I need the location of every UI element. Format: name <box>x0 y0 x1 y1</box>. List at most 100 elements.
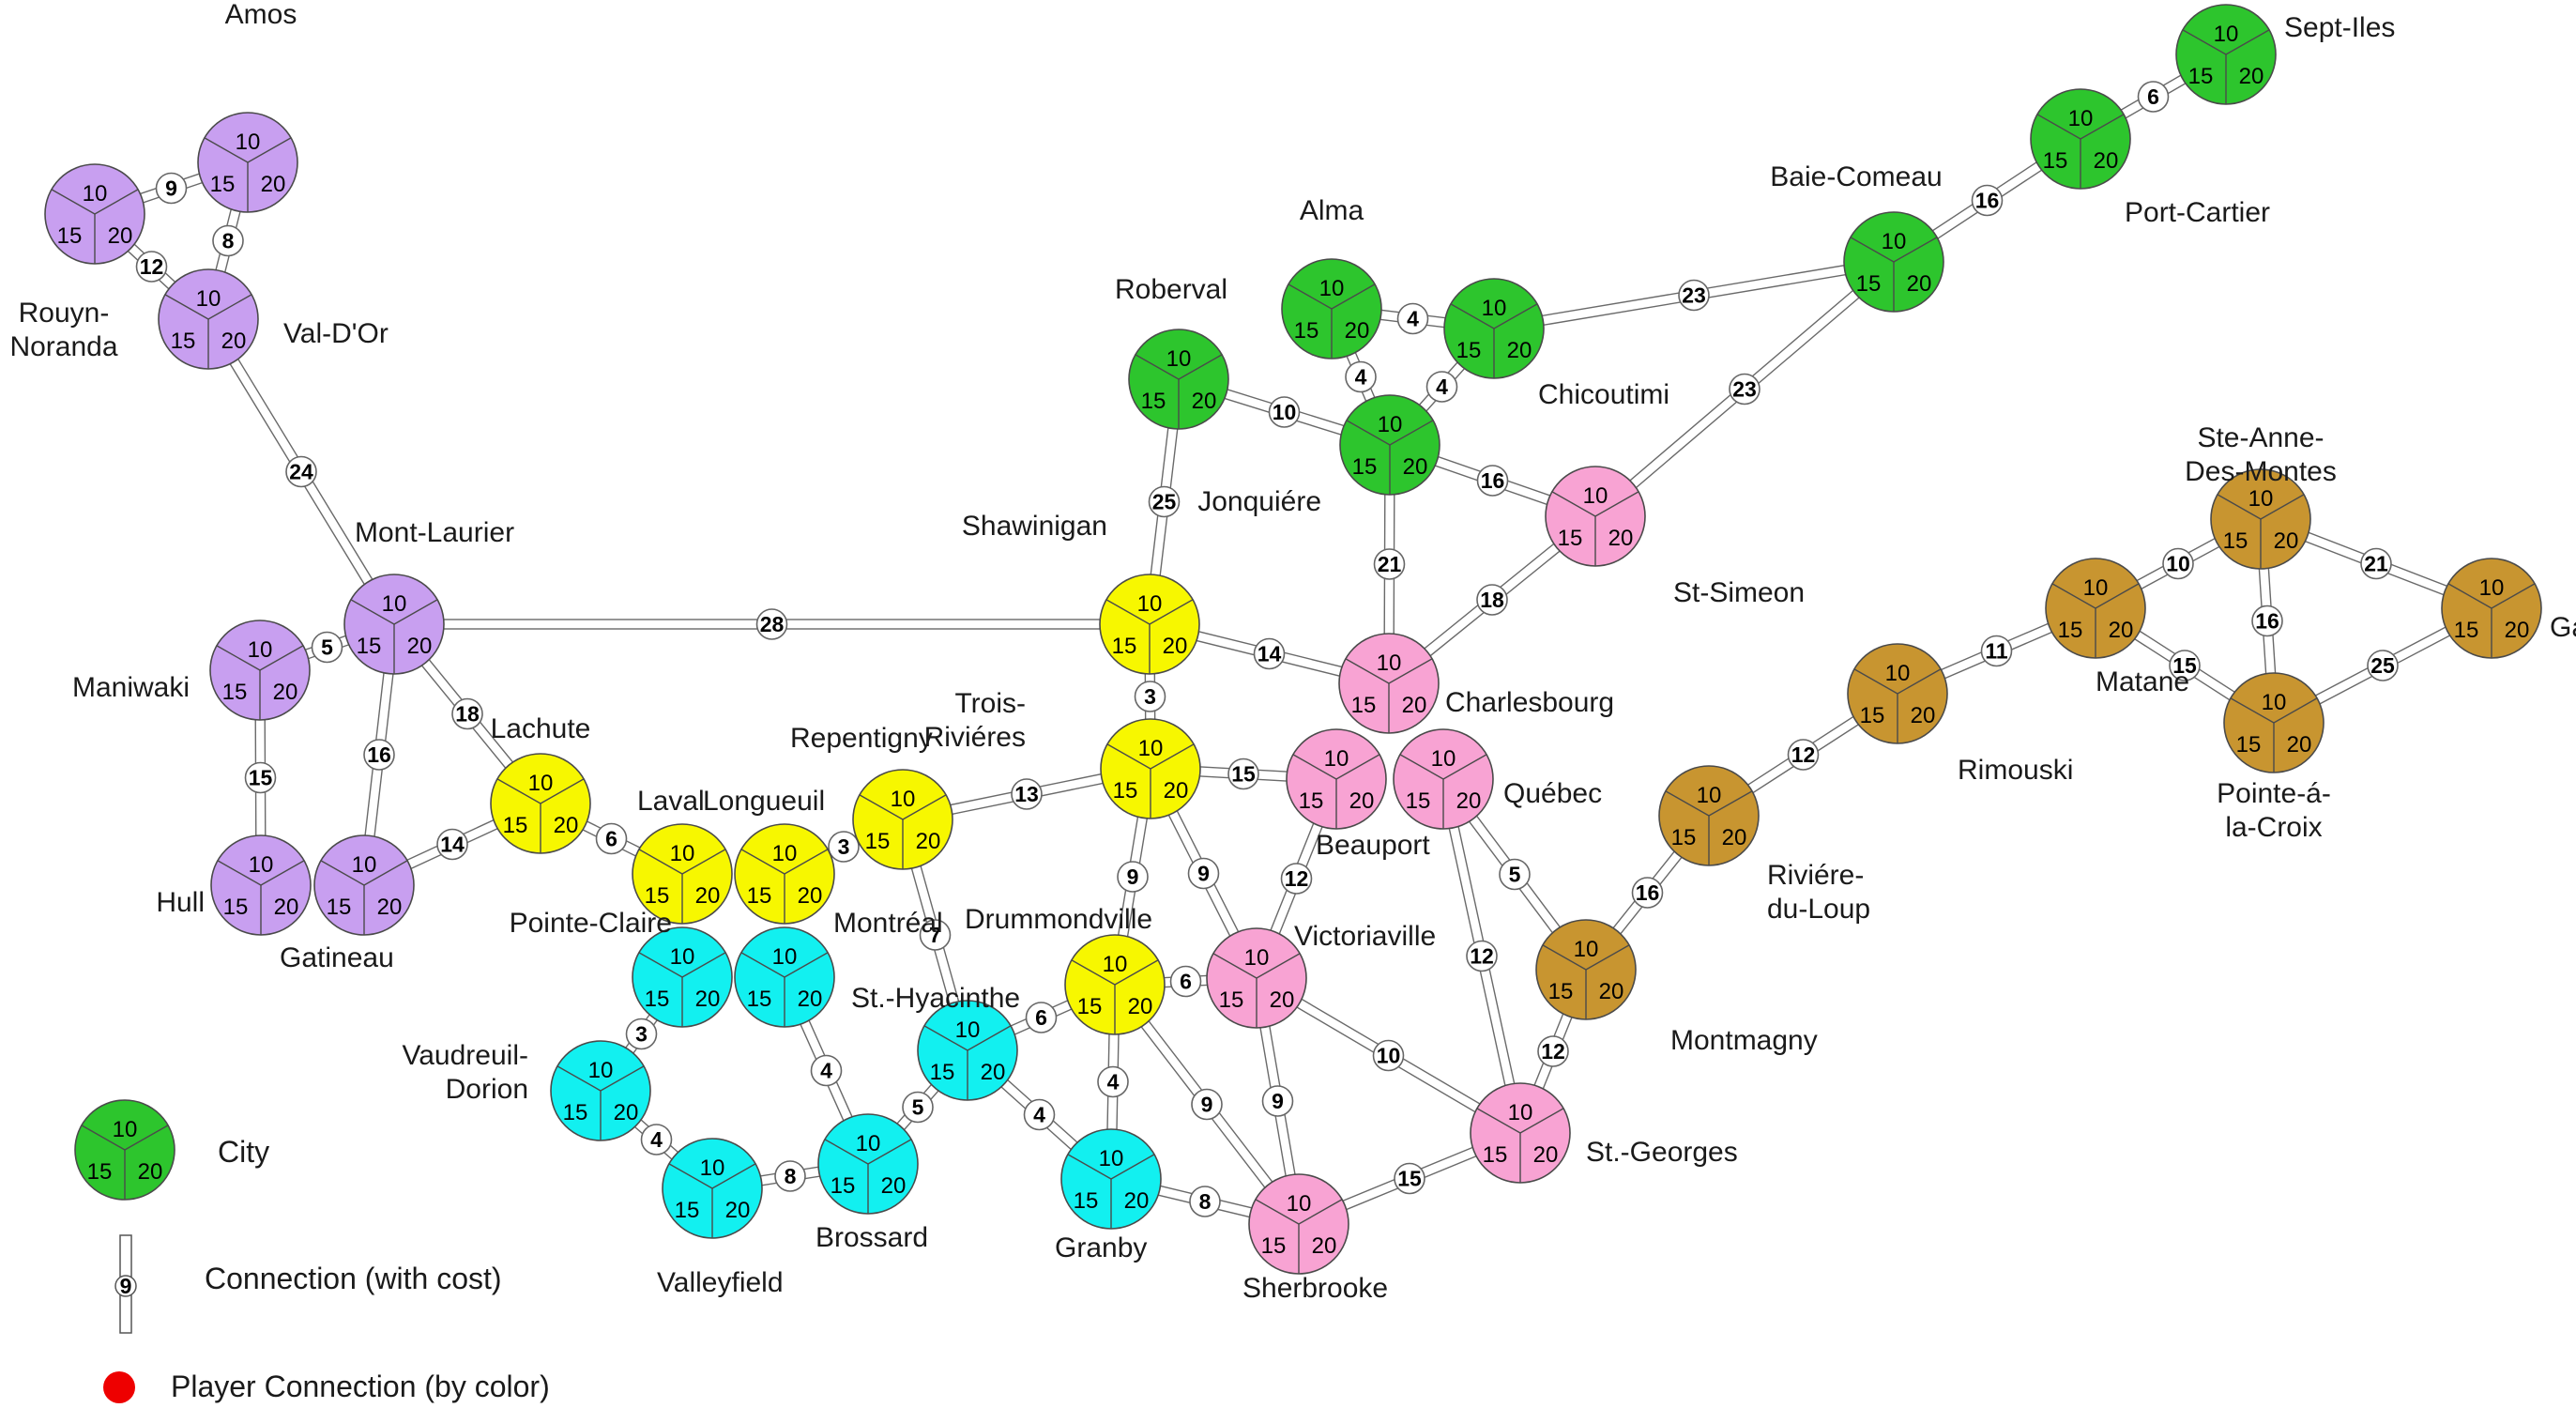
city-slot-20[interactable]: 20 <box>2287 732 2312 758</box>
city-slot-20[interactable]: 20 <box>1722 825 1747 850</box>
city-slot-10[interactable]: 10 <box>382 591 407 617</box>
city-slot-20[interactable]: 20 <box>1599 979 1624 1004</box>
city-slot-15[interactable]: 15 <box>1548 979 1574 1004</box>
city-slot-15[interactable]: 15 <box>1406 788 1431 814</box>
city-slot-10[interactable]: 10 <box>352 852 377 878</box>
city-slot-20[interactable]: 20 <box>981 1060 1006 1085</box>
city-slot-10[interactable]: 10 <box>772 944 798 970</box>
city-slot-15[interactable]: 15 <box>2058 618 2083 643</box>
city-slot-15[interactable]: 15 <box>222 680 248 705</box>
city-slot-15[interactable]: 15 <box>645 883 670 909</box>
city-slot-20[interactable]: 20 <box>695 883 721 909</box>
city-slot-20[interactable]: 20 <box>1345 318 1370 344</box>
city-slot-10[interactable]: 10 <box>1377 650 1402 676</box>
city-slot-15[interactable]: 15 <box>1352 454 1378 480</box>
city-slot-10[interactable]: 10 <box>1482 296 1507 321</box>
city-slot-10[interactable]: 10 <box>700 1155 725 1181</box>
city-slot-20[interactable]: 20 <box>2274 528 2299 554</box>
city-slot-10[interactable]: 10 <box>248 637 273 663</box>
city-slot-10[interactable]: 10 <box>891 787 916 812</box>
city-slot-15[interactable]: 15 <box>57 223 83 249</box>
city-slot-15[interactable]: 15 <box>865 829 891 854</box>
city-slot-15[interactable]: 15 <box>2223 528 2248 554</box>
city-slot-20[interactable]: 20 <box>1456 788 1482 814</box>
city-slot-10[interactable]: 10 <box>2479 575 2505 601</box>
city-slot-15[interactable]: 15 <box>747 987 772 1012</box>
city-slot-10[interactable]: 10 <box>2248 486 2274 512</box>
city-slot-10[interactable]: 10 <box>83 181 108 207</box>
city-slot-15[interactable]: 15 <box>675 1198 700 1223</box>
city-slot-15[interactable]: 15 <box>563 1100 588 1125</box>
city-slot-10[interactable]: 10 <box>2083 575 2109 601</box>
city-slot-20[interactable]: 20 <box>1911 703 1936 728</box>
city-slot-20[interactable]: 20 <box>1402 693 1427 718</box>
city-slot-20[interactable]: 20 <box>695 987 721 1012</box>
city-slot-20[interactable]: 20 <box>1533 1142 1559 1168</box>
city-slot-15[interactable]: 15 <box>87 1159 113 1185</box>
city-slot-15[interactable]: 15 <box>645 987 670 1012</box>
city-slot-20[interactable]: 20 <box>377 895 403 920</box>
city-slot-15[interactable]: 15 <box>1856 271 1882 297</box>
city-slot-15[interactable]: 15 <box>1074 1188 1099 1214</box>
city-slot-10[interactable]: 10 <box>2214 22 2239 47</box>
city-slot-15[interactable]: 15 <box>1860 703 1885 728</box>
city-slot-15[interactable]: 15 <box>1113 778 1138 803</box>
city-slot-10[interactable]: 10 <box>1137 591 1163 617</box>
city-slot-10[interactable]: 10 <box>113 1117 138 1142</box>
city-slot-10[interactable]: 10 <box>856 1131 881 1156</box>
city-slot-10[interactable]: 10 <box>772 841 798 866</box>
city-slot-15[interactable]: 15 <box>1456 338 1482 363</box>
city-slot-15[interactable]: 15 <box>1294 318 1319 344</box>
city-slot-20[interactable]: 20 <box>1192 389 1217 414</box>
city-slot-20[interactable]: 20 <box>138 1159 163 1185</box>
city-slot-20[interactable]: 20 <box>881 1173 907 1199</box>
city-slot-10[interactable]: 10 <box>1431 746 1456 772</box>
city-slot-15[interactable]: 15 <box>1671 825 1697 850</box>
city-slot-20[interactable]: 20 <box>1507 338 1532 363</box>
city-slot-20[interactable]: 20 <box>1907 271 1932 297</box>
city-slot-20[interactable]: 20 <box>1312 1233 1337 1259</box>
city-slot-15[interactable]: 15 <box>1558 526 1583 551</box>
city-slot-20[interactable]: 20 <box>108 223 133 249</box>
city-slot-20[interactable]: 20 <box>1124 1188 1150 1214</box>
city-slot-15[interactable]: 15 <box>2043 148 2068 174</box>
city-slot-20[interactable]: 20 <box>2094 148 2119 174</box>
city-slot-20[interactable]: 20 <box>1349 788 1375 814</box>
city-slot-20[interactable]: 20 <box>916 829 941 854</box>
city-slot-15[interactable]: 15 <box>2454 618 2479 643</box>
city-slot-15[interactable]: 15 <box>223 895 249 920</box>
city-slot-15[interactable]: 15 <box>1112 634 1137 659</box>
city-slot-20[interactable]: 20 <box>1270 987 1295 1013</box>
city-slot-10[interactable]: 10 <box>1885 661 1911 686</box>
city-slot-20[interactable]: 20 <box>1163 634 1188 659</box>
city-slot-10[interactable]: 10 <box>2068 106 2094 131</box>
city-slot-15[interactable]: 15 <box>210 172 236 197</box>
